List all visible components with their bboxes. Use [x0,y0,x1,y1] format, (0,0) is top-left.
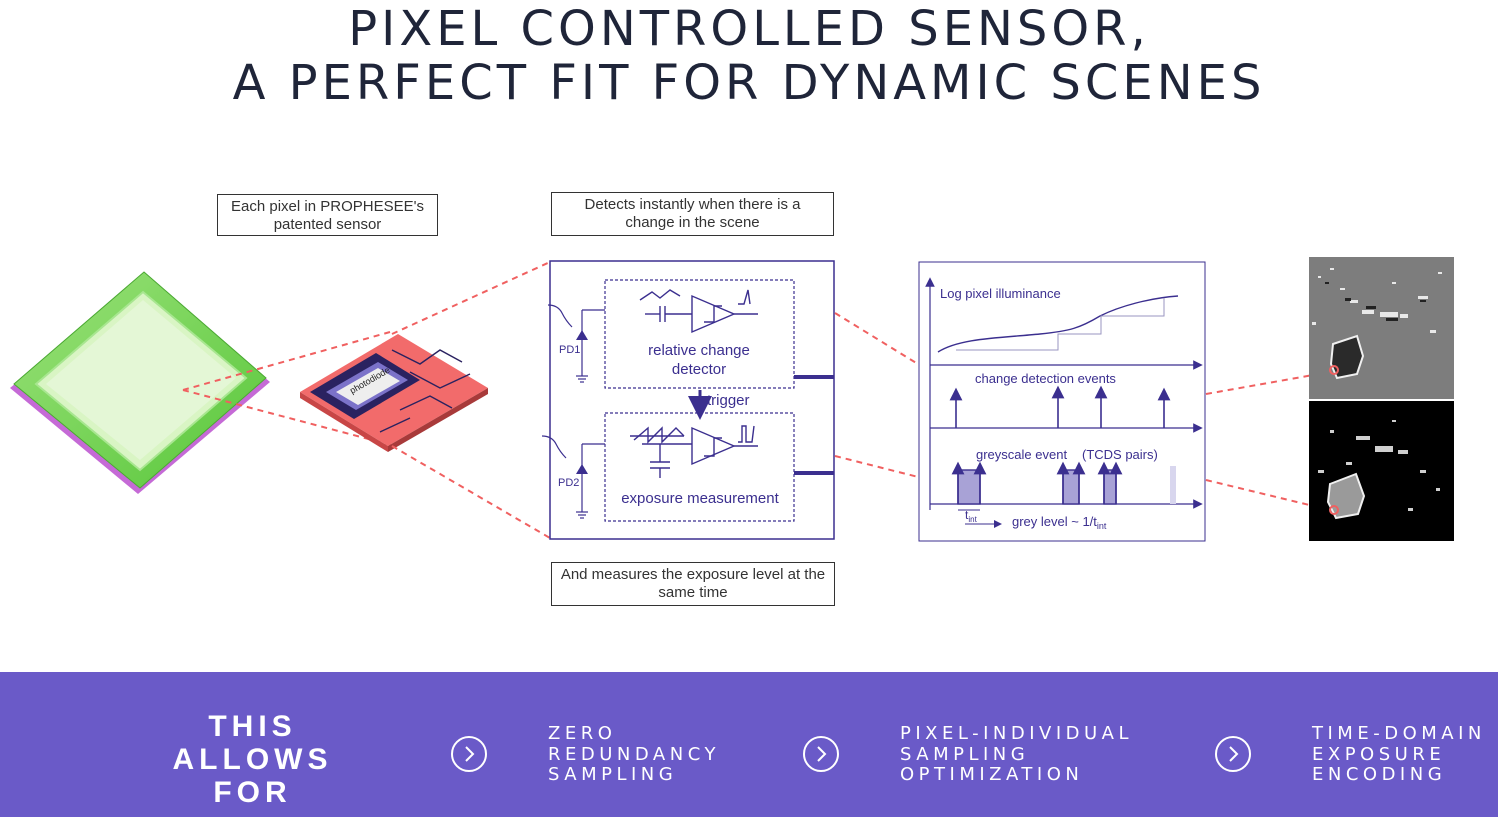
pd1-label: PD1 [559,344,580,356]
benefits-band: THIS ALLOWS FOR ZERO REDUNDANCY SAMPLING… [0,672,1498,817]
feature-zero-redundancy: ZERO REDUNDANCY SAMPLING [548,723,720,786]
feature-line: ZERO [548,723,617,744]
zoom-lines-pixel [182,331,396,447]
feature-line: PIXEL-INDIVIDUAL [900,723,1134,744]
feature-line: ENCODING [1312,764,1447,785]
feature-time-domain: TIME-DOMAIN EXPOSURE ENCODING [1312,723,1486,786]
zoom-lines-circuit [391,261,551,539]
feature-line: TIME-DOMAIN [1312,723,1486,744]
event-plot: Log pixel illuminance change detection e… [918,261,1206,542]
pd2-label: PD2 [558,477,579,489]
feature-line: EXPOSURE [1312,743,1446,765]
callout-detect: Detects instantly when there is a change… [551,192,834,236]
feature-line: SAMPLING [548,764,678,785]
plot-ylabel: Log pixel illuminance [940,286,1061,301]
page-title: PIXEL CONTROLLED SENSOR, A PERFECT FIT F… [0,2,1498,110]
greyscale-image [1309,401,1454,541]
chevron-right-icon[interactable] [803,736,839,772]
detector-label-2: detector [672,361,726,378]
change-events-label: change detection events [975,371,1116,386]
detector-label-1: relative change [648,342,750,359]
greyscale-label: greyscale event [976,447,1067,462]
circuit-diagram: PD1 PD2 relative change detector [541,260,835,540]
sensor-diagram: photodiode PD1 [10,257,1454,542]
sensor-chip [10,271,270,494]
callout-exposure: And measures the exposure level at the s… [551,562,835,606]
illuminance-curve [937,295,1179,353]
tcds-label: (TCDS pairs) [1082,447,1158,462]
title-line-1: PIXEL CONTROLLED SENSOR, [348,1,1150,57]
allows-heading: THIS ALLOWS FOR [160,710,345,809]
feature-pixel-individual: PIXEL-INDIVIDUAL SAMPLING OPTIMIZATION [900,723,1134,786]
event-image [1309,257,1454,399]
pixel-chip: photodiode [300,334,488,452]
t-int-label: tint [965,508,978,524]
feature-line: OPTIMIZATION [900,764,1084,785]
feature-line: REDUNDANCY [548,743,720,765]
allows-line-3: FOR [213,776,292,809]
exposure-label: exposure measurement [621,490,779,507]
allows-line-2: ALLOWS [172,743,333,776]
title-line-2: A PERFECT FIT FOR DYNAMIC SCENES [232,55,1266,111]
trigger-label: trigger [707,392,750,409]
chevron-right-icon[interactable] [1215,736,1251,772]
grey-level-label: grey level ~ 1/tint [1012,514,1107,531]
feature-line: SAMPLING [900,743,1030,765]
chevron-right-icon[interactable] [451,736,487,772]
callout-pixel: Each pixel in PROPHESEE's patented senso… [217,194,438,236]
allows-line-1: THIS [208,710,297,743]
